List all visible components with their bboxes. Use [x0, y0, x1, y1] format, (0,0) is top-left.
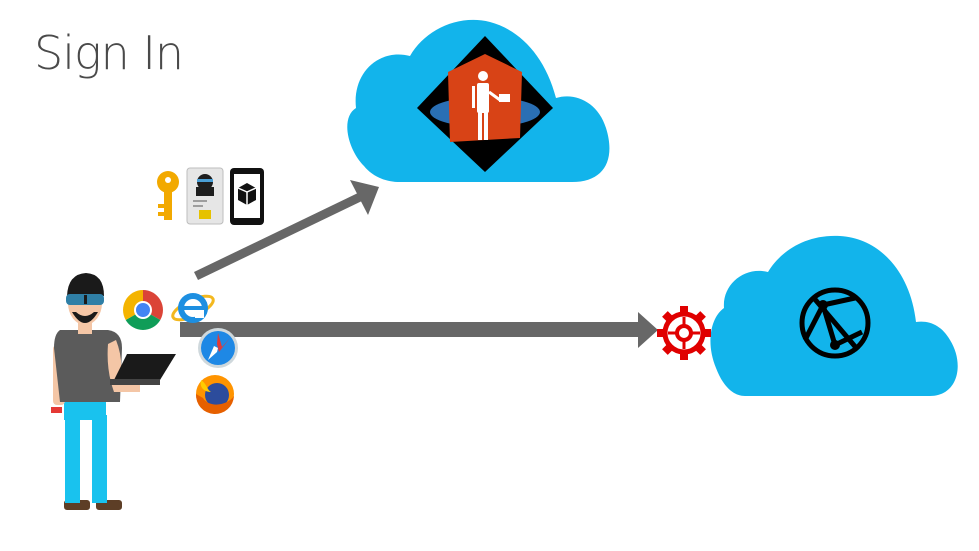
slide-title: Sign In: [34, 26, 184, 80]
web-app-cloud: [710, 235, 958, 396]
chrome-icon: [123, 290, 163, 330]
web-app-globe-icon: [799, 287, 871, 359]
azure-ad-user-icon: [417, 36, 553, 172]
id-card-icon: [186, 167, 224, 225]
mobile-app-icon: [230, 168, 264, 225]
key-icon: [157, 171, 179, 220]
arrow-to-identity: [194, 180, 379, 280]
arrow-to-web-app: [180, 312, 658, 348]
safari-icon: [198, 328, 238, 368]
user-with-laptop-icon: [51, 273, 176, 510]
gear-icon: [657, 306, 711, 360]
firefox-icon: [195, 375, 234, 415]
internet-explorer-icon: [171, 293, 215, 323]
